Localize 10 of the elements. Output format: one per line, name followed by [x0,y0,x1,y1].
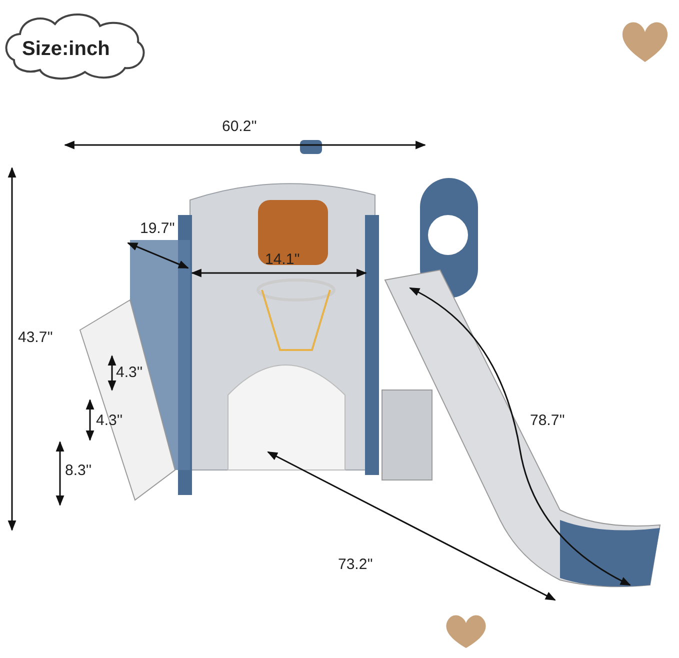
dimension-label: 4.3'' [116,364,143,382]
dimension-label: 60.2'' [222,118,257,136]
dimension-label: 19.7'' [140,220,175,238]
dimension-label: 8.3'' [65,462,92,480]
dimension-label: 4.3'' [96,412,123,430]
unit-note: Size:inch [22,37,110,61]
dimension-label: 43.7'' [18,329,53,347]
dimension-label: 78.7'' [530,412,565,430]
dimension-label: 14.1'' [265,251,300,269]
dimension-label: 73.2'' [338,556,373,574]
